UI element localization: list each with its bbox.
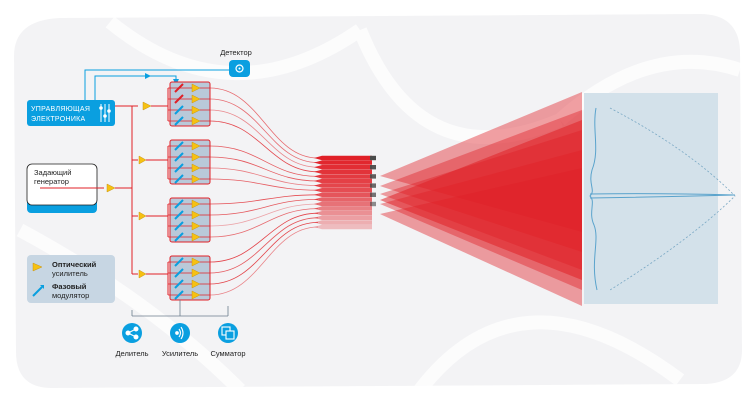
legend-mod-line1: Фазовый [52,282,87,291]
emitter [314,202,372,206]
emitter-tip [370,165,376,169]
generator-line1: Задающий [34,168,71,177]
emitter [314,216,372,220]
amplifier-module [170,198,210,242]
emitter-tip [370,202,376,206]
amplifier-module [170,140,210,184]
emitter-tip [370,174,376,178]
emitter [314,170,372,174]
sliders-icon [100,104,111,122]
emitter [314,225,372,229]
legend-amp-line1: Оптический [52,260,97,269]
emitter [314,206,372,210]
generator-line2: генератор [34,177,69,186]
detector-label: Детектор [220,48,252,57]
emitter [314,193,372,197]
emitter [314,160,372,164]
bottom-label-splitter: Делитель [115,349,148,358]
bottom-label-combiner: Сумматор [210,349,245,358]
emitter-tip [370,156,376,160]
emitter-tip [370,193,376,197]
far-field-screen [584,93,735,304]
control-line1: УПРАВЛЯЮЩАЯ [31,106,90,113]
control-electronics: УПРАВЛЯЮЩАЯ ЭЛЕКТРОНИКА [27,100,115,126]
legend-amp-line2: усилитель [52,269,88,278]
bottom-label-amplifier: Усилитель [162,349,198,358]
emitter-tip [370,183,376,187]
legend: Оптический усилитель Фазовый модулятор [27,255,115,303]
legend-mod-line2: модулятор [52,291,89,300]
control-line2: ЭЛЕКТРОНИКА [31,116,86,123]
emitter [314,220,372,224]
emitter [314,197,372,201]
emitter [314,211,372,215]
emitter [314,165,372,169]
emitter [314,156,372,160]
amplifier-module [170,82,210,126]
emitter [314,174,372,178]
emitter [314,179,372,183]
amplifier-module [170,256,210,300]
emitter [314,188,372,192]
emitter [314,183,372,187]
